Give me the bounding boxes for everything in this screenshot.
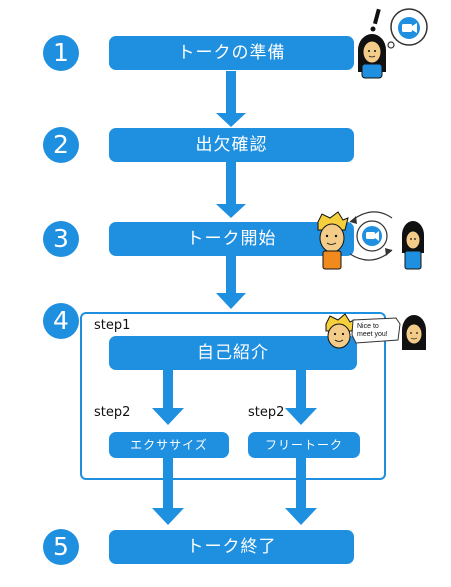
step-box-talk-end: トーク終了: [109, 530, 354, 564]
step-number-1: 1: [43, 35, 79, 71]
arrow-head-1-2: [216, 113, 246, 127]
speech-text: Nice to meet you!: [357, 323, 388, 338]
arrow-shaft-left-step2: [163, 370, 173, 412]
boy-avatar-2: [325, 313, 355, 349]
arrow-head-3-4: [216, 293, 246, 309]
video-call-cycle-icon: [349, 211, 393, 261]
step-box-free-talk: フリートーク: [248, 432, 360, 458]
arrow-head-right-end: [285, 508, 317, 525]
step1-label: step1: [94, 318, 131, 333]
step-box-prepare: トークの準備: [109, 36, 354, 70]
step-box-attendance: 出欠確認: [109, 128, 354, 162]
step-number-2: 2: [43, 127, 79, 163]
step2-left-label: step2: [94, 405, 131, 420]
exclamation-icon: [370, 8, 381, 32]
arrow-head-left-end: [152, 508, 184, 525]
arrow-shaft-2-3: [226, 162, 236, 210]
girl-avatar-2: [402, 221, 424, 270]
step-box-talk-start: トーク開始: [109, 222, 354, 256]
arrow-shaft-left-end: [163, 458, 173, 514]
step2-right-label: step2: [248, 405, 285, 420]
boy-avatar-1: [317, 211, 349, 270]
arrow-shaft-1-2: [226, 71, 236, 119]
video-call-bubble-icon: [387, 8, 428, 49]
arrow-head-2-3: [216, 204, 246, 218]
arrow-head-left-step2: [152, 408, 184, 425]
girl-avatar-1: [358, 34, 386, 79]
step-number-5: 5: [43, 529, 79, 565]
speech-bubble: [351, 317, 401, 344]
step-box-self-intro: 自己紹介: [109, 336, 357, 370]
step-box-exercise: エクササイズ: [109, 432, 229, 458]
step-number-4: 4: [43, 303, 79, 339]
arrow-shaft-3-4: [226, 256, 236, 301]
girl-avatar-3: [402, 315, 426, 350]
arrow-shaft-right-end: [296, 458, 306, 514]
arrow-head-right-step2: [285, 408, 317, 425]
arrow-shaft-right-step2: [296, 370, 306, 412]
step-number-3: 3: [43, 221, 79, 257]
